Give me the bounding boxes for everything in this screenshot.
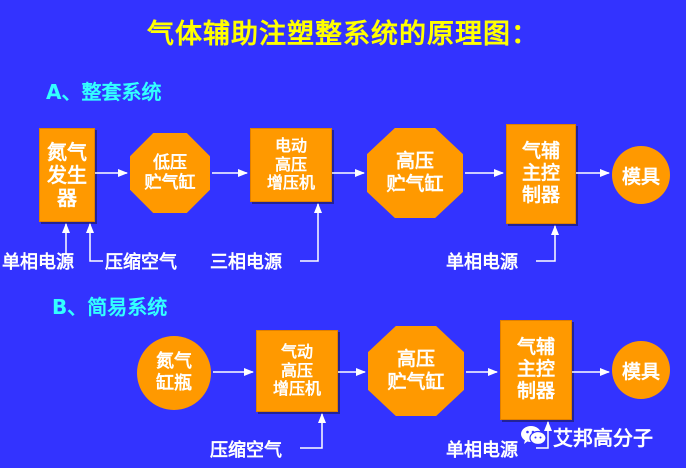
label-compressed-air-b: 压缩空气 [210,440,282,461]
node-pneumatic-booster: 气动 高压 增压机 [256,330,338,412]
arrow-compressed-air-to-booster [300,413,326,449]
arrow-three-phase-to-booster [300,203,322,262]
node-mold-a-label: 模具 [621,165,660,188]
node-nitrogen-generator: 氮气 发生 器 [39,128,95,222]
node-mold-b: 模具 [612,341,670,399]
section-b-heading: B、简易系统 [52,295,168,319]
node-high-pressure-tank-a-label: 高压 贮气缸 [386,150,444,195]
node-controller-b-label: 气辅 主控 制器 [516,336,555,402]
node-high-pressure-tank-b-label: 高压 贮气缸 [387,348,445,393]
node-mold-a: 模具 [612,146,670,204]
node-electric-booster: 电动 高压 增压机 [250,128,332,202]
label-single-phase-power-a1: 单相电源 [2,252,74,273]
node-low-pressure-tank-label: 低压 贮气缸 [144,152,196,193]
node-mold-b-label: 模具 [621,360,660,383]
node-nitrogen-generator-label: 氮气 发生 器 [47,139,87,210]
watermark: 艾邦高分子 [519,420,675,452]
node-controller-a: 气辅 主控 制器 [506,124,576,224]
node-controller-a-label: 气辅 主控 制器 [521,140,560,206]
node-pneumatic-booster-label: 气动 高压 增压机 [272,342,321,399]
node-high-pressure-tank-a: 高压 贮气缸 [367,128,463,218]
diagram-title: 气体辅助注塑整系统的原理图： [147,19,539,50]
node-controller-b: 气辅 主控 制器 [500,320,572,420]
label-single-phase-power-b: 单相电源 [446,440,518,461]
node-electric-booster-label: 电动 高压 增压机 [266,136,315,193]
label-three-phase-power: 三相电源 [210,252,282,273]
node-high-pressure-tank-b: 高压 贮气缸 [368,326,464,416]
watermark-text: 艾邦高分子 [553,425,653,450]
node-nitrogen-cylinder-label: 氮气 缸瓶 [156,351,192,394]
arrow-single-phase-to-controller-a [536,225,559,262]
node-nitrogen-cylinder: 氮气 缸瓶 [137,336,211,410]
arrow-single-phase-to-controller-b [536,421,552,449]
wechat-icon [521,426,547,446]
section-a-heading: A、整套系统 [46,80,162,104]
arrow-compressed-air-to-generator [86,223,103,262]
node-low-pressure-tank: 低压 贮气缸 [130,133,210,213]
label-single-phase-power-a2: 单相电源 [446,252,518,273]
label-compressed-air-a: 压缩空气 [105,252,177,273]
